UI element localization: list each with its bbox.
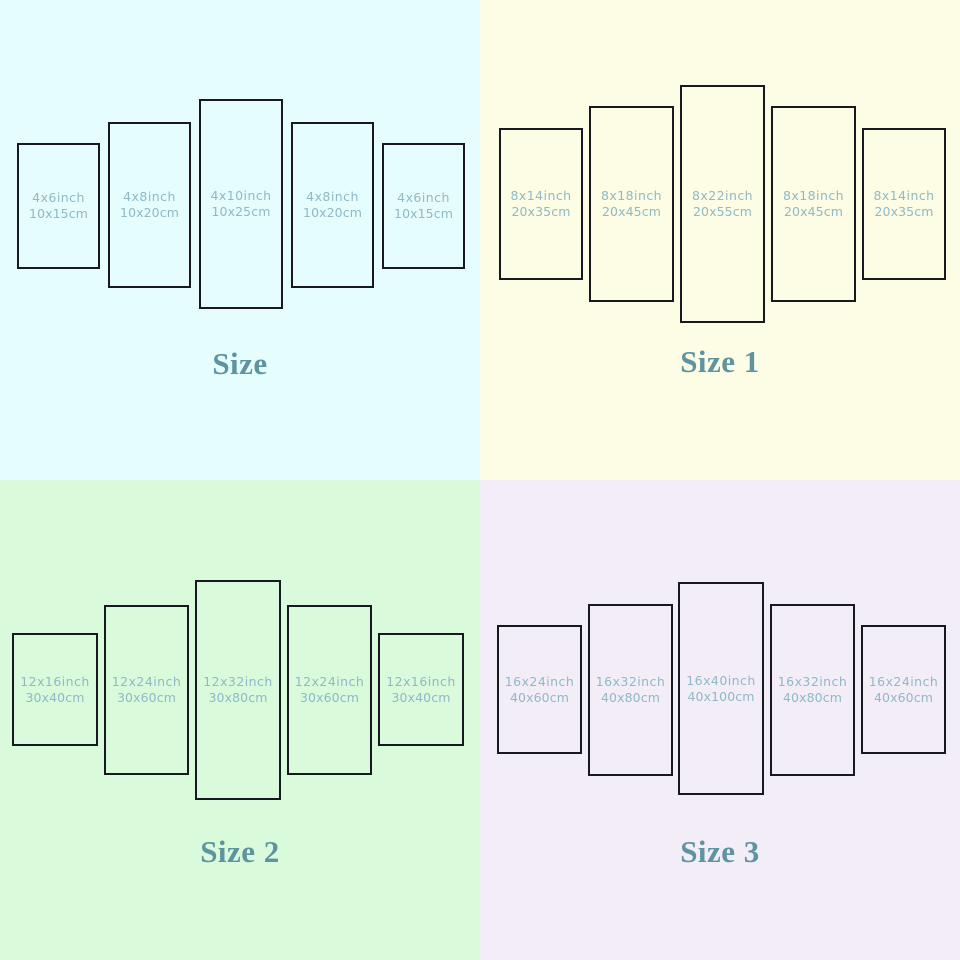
panel-size-centimeters: 20x45cm [602, 204, 661, 219]
quadrant-title-size-3: Size 3 [680, 834, 760, 869]
quadrant-title-size-2: Size 2 [200, 834, 280, 869]
panel-size-inches: 12x32inch [203, 674, 273, 689]
panel-size-centimeters: 10x15cm [29, 206, 88, 221]
panel-size-inches: 8x18inch [600, 188, 663, 203]
panel-size-inches: 4x10inch [210, 188, 272, 203]
panel-size-inches: 8x22inch [691, 188, 754, 203]
panel-size-centimeters: 40x100cm [687, 688, 755, 704]
quadrant-title-size-1: Size 1 [680, 344, 760, 379]
panel-size-centimeters: 40x60cm [510, 689, 569, 705]
panel-size-inches: 12x16inch [20, 673, 90, 689]
panel-size-centimeters: 20x45cm [784, 204, 843, 219]
panel-size-inches: 16x32inch [777, 674, 848, 689]
panel-size-centimeters: 30x60cm [300, 690, 359, 705]
panel-size-centimeters: 20x35cm [511, 204, 571, 219]
panel-size-centimeters: 30x60cm [117, 690, 176, 705]
panel-size-centimeters: 10x20cm [303, 205, 362, 220]
panel-size-inches: 4x6inch [32, 190, 85, 205]
panel-size-centimeters: 30x40cm [25, 689, 85, 705]
panel-size-inches: 12x24inch [294, 674, 365, 689]
panel-size-inches: 8x14inch [873, 188, 935, 203]
panel-size-inches: 16x40inch [686, 672, 756, 688]
panel-size-centimeters: 40x80cm [601, 690, 660, 705]
panel-size-centimeters: 10x25cm [211, 204, 271, 219]
panel-size-inches: 4x6inch [397, 190, 450, 205]
panel-size-inches: 12x24inch [111, 674, 182, 689]
panel-size-inches: 8x14inch [510, 188, 572, 203]
panel-size-inches: 16x24inch [868, 673, 939, 689]
panel-size-inches: 4x8inch [306, 189, 359, 204]
panel-size-centimeters: 20x35cm [874, 204, 934, 219]
quadrant-title-size: Size [212, 346, 268, 381]
panel-size-centimeters: 20x55cm [693, 204, 752, 219]
panel-size-inches: 4x8inch [123, 189, 176, 204]
panel-size-centimeters: 30x40cm [391, 689, 451, 705]
panel-size-inches: 16x24inch [504, 673, 575, 689]
panel-size-inches: 16x32inch [595, 674, 666, 689]
panel-size-centimeters: 10x20cm [120, 205, 179, 220]
panel-size-centimeters: 40x80cm [783, 690, 842, 705]
panel-size-centimeters: 10x15cm [394, 206, 453, 221]
panel-size-inches: 8x18inch [782, 188, 845, 203]
panel-size-centimeters: 30x80cm [208, 690, 268, 705]
panel-size-centimeters: 40x60cm [874, 689, 933, 705]
panel-size-inches: 12x16inch [386, 673, 456, 689]
